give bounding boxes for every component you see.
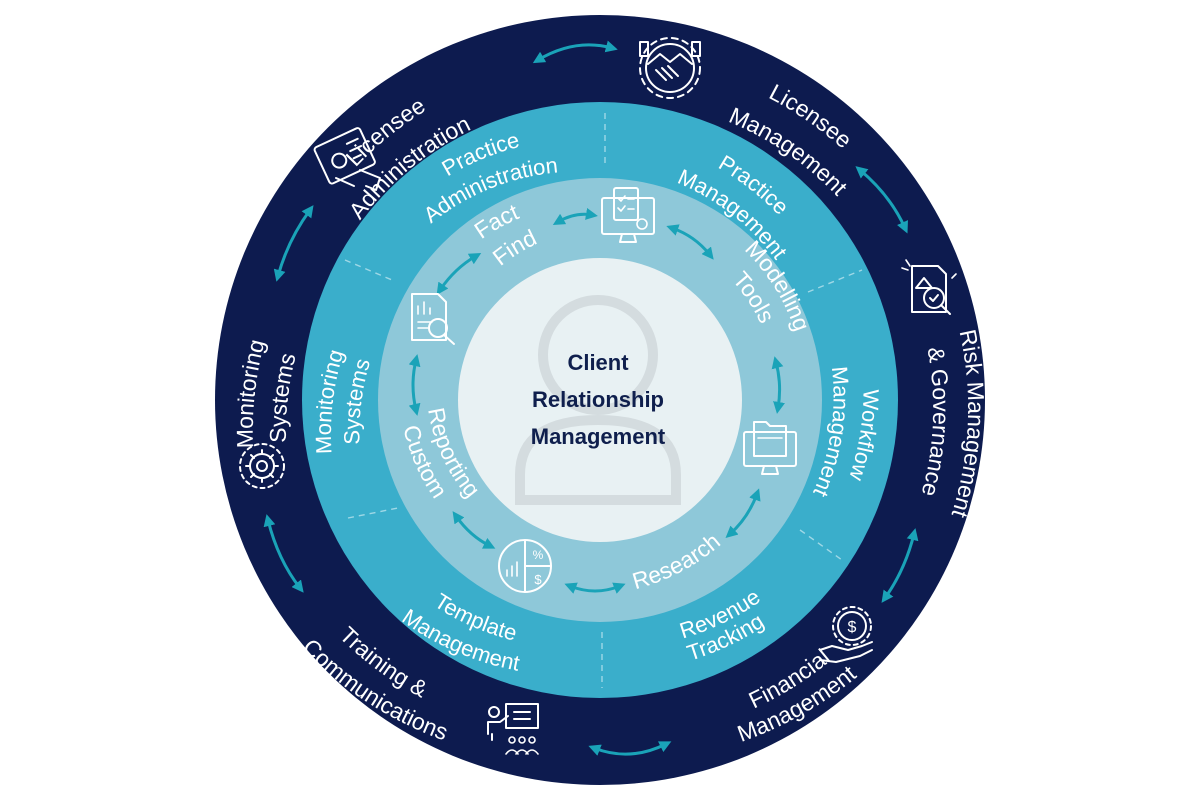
arrow-inner-bottom [564, 582, 626, 594]
arrow-outer-bottom-left [263, 514, 304, 593]
gear-icon [239, 443, 285, 489]
pie-chart-report-icon: % $ [498, 539, 552, 593]
checklist-monitor-icon [601, 187, 655, 243]
dollar-small-glyph: $ [534, 572, 542, 587]
center-title-line3: Management [531, 424, 666, 449]
handshake-gear-icon [639, 37, 701, 99]
user-silhouette-icon [515, 295, 681, 505]
dollar-glyph: $ [848, 619, 857, 636]
center-title-line2: Relationship [532, 387, 664, 412]
dashboard-tablet-icon [313, 127, 381, 191]
arrow-outer-right [881, 528, 919, 603]
middle-ring-dividers [344, 113, 863, 688]
folder-monitor-icon [743, 421, 797, 475]
report-magnifier-icon [411, 293, 455, 345]
arrow-outer-bottom [588, 741, 672, 756]
arrow-outer-top-right [855, 166, 908, 234]
arrow-inner-top-right [666, 224, 714, 260]
arrow-inner-left [408, 354, 421, 416]
arrow-outer-left [273, 205, 314, 282]
inner-ring-arrows [408, 208, 785, 594]
risk-document-icon [901, 259, 957, 315]
dollar-hand-icon: $ [819, 606, 873, 663]
center-title-line1: Client [567, 350, 629, 375]
arrow-inner-top-left [436, 253, 482, 295]
arrow-outer-top [532, 40, 618, 64]
outer-ring-arrows [263, 40, 919, 756]
presentation-training-icon [487, 703, 539, 755]
percent-glyph: % [533, 548, 544, 562]
arrow-inner-bottom-left [452, 511, 496, 549]
arrow-inner-top [552, 208, 598, 226]
arrow-inner-bottom-right [725, 488, 761, 538]
arrow-inner-right [771, 356, 785, 414]
